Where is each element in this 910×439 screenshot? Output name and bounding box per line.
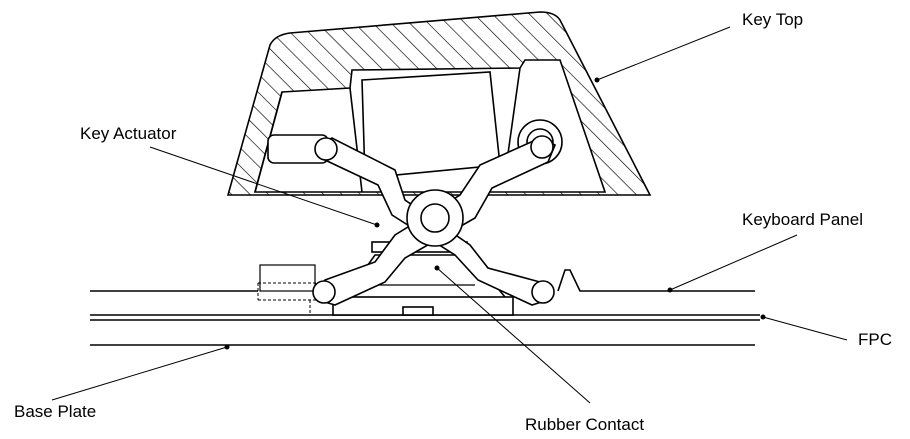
label-key-actuator: Key Actuator xyxy=(80,124,177,143)
label-rubber-contact: Rubber Contact xyxy=(525,415,644,434)
label-key-top: Key Top xyxy=(742,10,803,29)
key-actuator xyxy=(312,135,557,306)
rubber-contact-base xyxy=(332,296,514,316)
key-top xyxy=(226,11,652,196)
label-fpc: FPC xyxy=(858,330,892,349)
label-keyboard-panel: Keyboard Panel xyxy=(742,210,863,229)
leader-lines xyxy=(51,26,848,404)
label-base-plate: Base Plate xyxy=(14,402,96,421)
hidden-outline xyxy=(257,282,318,315)
keyboard-panel xyxy=(90,264,755,292)
